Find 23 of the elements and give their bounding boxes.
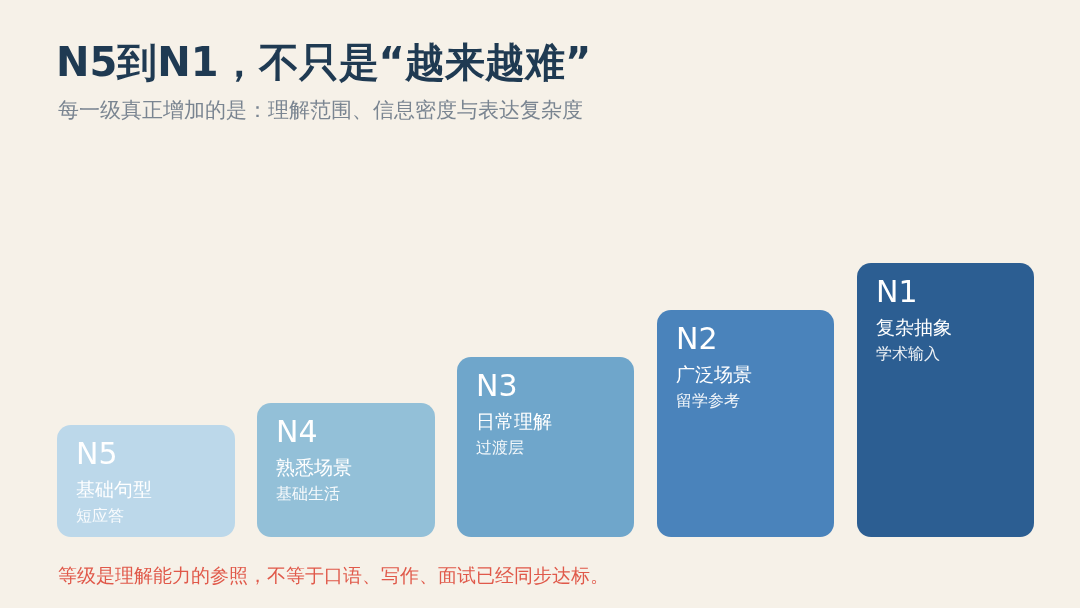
level-heading: 广泛场景 xyxy=(676,362,752,386)
level-heading: 熟悉场景 xyxy=(276,455,352,479)
level-step xyxy=(657,310,834,537)
level-description: 留学参考 xyxy=(676,390,740,411)
level-label: N3 xyxy=(476,369,518,403)
level-step xyxy=(57,425,235,537)
level-heading: 日常理解 xyxy=(476,409,552,433)
level-description: 短应答 xyxy=(76,505,124,526)
level-description: 过渡层 xyxy=(476,437,524,458)
level-heading: 基础句型 xyxy=(76,477,152,501)
subtitle: 每一级真正增加的是：理解范围、信息密度与表达复杂度 xyxy=(58,97,583,124)
note: 等级是理解能力的参照，不等于口语、写作、面试已经同步达标。 xyxy=(58,563,609,588)
title: N5到N1，不只是“越来越难” xyxy=(56,38,592,86)
level-label: N1 xyxy=(876,275,918,309)
level-label: N4 xyxy=(276,415,318,449)
level-step xyxy=(257,403,435,537)
level-step xyxy=(457,357,634,537)
level-description: 学术输入 xyxy=(876,343,940,364)
level-label: N2 xyxy=(676,322,718,356)
level-label: N5 xyxy=(76,437,118,471)
level-step xyxy=(857,263,1034,537)
level-heading: 复杂抽象 xyxy=(876,315,952,339)
level-description: 基础生活 xyxy=(276,483,340,504)
